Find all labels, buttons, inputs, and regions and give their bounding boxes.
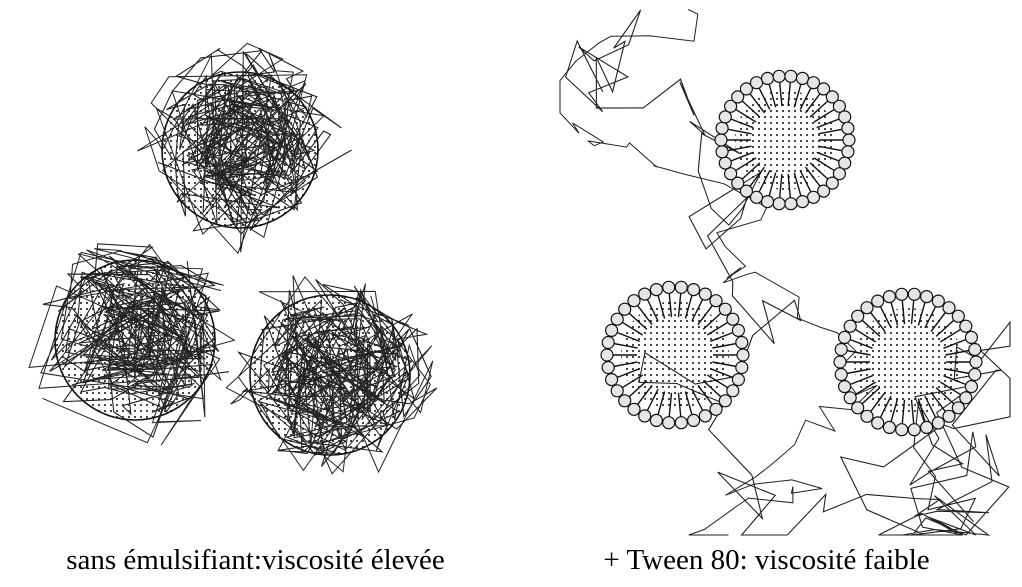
surfactant-head	[602, 362, 614, 374]
caption-with-tween80: + Tween 80: viscosité faible	[511, 540, 1022, 580]
surfactant-head	[908, 424, 920, 436]
surfactant-head	[736, 337, 748, 349]
surfactant-head	[663, 281, 675, 293]
surfactant-head	[773, 70, 785, 82]
surfactant-head	[602, 337, 614, 349]
oil-core	[621, 301, 729, 409]
surfactant-head	[639, 288, 651, 300]
surfactant-head	[710, 295, 722, 307]
surfactant-head	[883, 421, 895, 433]
coated-droplet	[601, 281, 749, 428]
surfactant-head	[611, 313, 623, 325]
surfactant-head	[688, 414, 700, 426]
surfactant-head	[797, 72, 809, 84]
surfactant-head	[606, 324, 618, 336]
surfactant-head	[960, 392, 972, 404]
surfactant-head	[834, 356, 846, 368]
surfactant-head	[872, 295, 884, 307]
surfactant-head	[943, 302, 955, 314]
surfactant-head	[835, 344, 847, 356]
coated-droplet	[715, 70, 855, 209]
emulsion-diagram	[0, 0, 1022, 540]
surfactant-head	[785, 198, 797, 210]
surfactant-head	[965, 331, 977, 343]
surfactant-head	[835, 369, 847, 381]
surfactant-head	[908, 288, 920, 300]
surfactant-head	[844, 320, 856, 332]
surfactant-head	[932, 295, 944, 307]
surfactant-head	[675, 417, 687, 429]
surfactant-head	[842, 122, 854, 134]
surfactant-head	[688, 284, 700, 296]
surfactant-head	[611, 385, 623, 397]
surfactant-head	[921, 421, 933, 433]
surfactant-head	[719, 157, 731, 169]
surfactant-head	[601, 349, 613, 361]
surfactant-head	[883, 291, 895, 303]
surfactant-head	[699, 410, 711, 422]
surfactant-head	[639, 410, 651, 422]
surfactant-head	[727, 313, 739, 325]
surfactant-head	[842, 146, 854, 158]
oil-core	[854, 308, 962, 416]
surfactant-head	[952, 402, 964, 414]
oil-droplet	[250, 295, 410, 455]
surfactant-head	[843, 134, 855, 146]
surfactant-head	[606, 374, 618, 386]
surfactant-head	[719, 395, 731, 407]
surfactant-head	[861, 302, 873, 314]
panel-without-emulsifier	[29, 43, 437, 473]
surfactant-head	[785, 70, 797, 82]
surfactant-head	[619, 303, 631, 315]
surfactant-head	[727, 385, 739, 397]
surfactant-head	[737, 349, 749, 361]
polymer-chain	[566, 10, 1010, 535]
oil-droplet	[55, 260, 215, 420]
surfactant-head	[650, 284, 662, 296]
surfactant-head	[861, 410, 873, 422]
surfactant-head	[852, 402, 864, 414]
surfactant-head	[839, 381, 851, 393]
surfactant-head	[852, 310, 864, 322]
surfactant-head	[762, 196, 774, 208]
coated-droplet	[834, 288, 982, 435]
surfactant-head	[751, 77, 763, 89]
surfactant-head	[628, 403, 640, 415]
surfactant-head	[732, 324, 744, 336]
surfactant-head	[736, 362, 748, 374]
surfactant-head	[921, 291, 933, 303]
surfactant-head	[872, 417, 884, 429]
surfactant-head	[663, 417, 675, 429]
surfactant-head	[797, 196, 809, 208]
surfactant-head	[699, 288, 711, 300]
caption-without-emulsifier: sans émulsifiant:viscosité élevée	[0, 540, 511, 580]
surfactant-head	[628, 295, 640, 307]
surfactant-head	[932, 417, 944, 429]
surfactant-head	[719, 303, 731, 315]
surfactant-head	[970, 356, 982, 368]
surfactant-head	[960, 320, 972, 332]
surfactant-head	[675, 281, 687, 293]
surfactant-head	[619, 395, 631, 407]
surfactant-head	[969, 369, 981, 381]
surfactant-head	[715, 134, 727, 146]
surfactant-head	[839, 331, 851, 343]
surfactant-head	[839, 111, 851, 123]
surfactant-head	[896, 288, 908, 300]
surfactant-head	[710, 403, 722, 415]
surfactant-head	[650, 414, 662, 426]
surfactant-head	[716, 122, 728, 134]
surfactant-head	[965, 381, 977, 393]
surfactant-head	[952, 310, 964, 322]
surfactant-head	[969, 344, 981, 356]
panel-with-tween80	[560, 10, 1010, 536]
surfactant-head	[943, 410, 955, 422]
surfactant-head	[808, 191, 820, 203]
surfactant-head	[844, 392, 856, 404]
surfactant-head	[773, 198, 785, 210]
surfactant-head	[716, 146, 728, 158]
surfactant-head	[732, 374, 744, 386]
surfactant-head	[896, 424, 908, 436]
surfactant-head	[762, 72, 774, 84]
